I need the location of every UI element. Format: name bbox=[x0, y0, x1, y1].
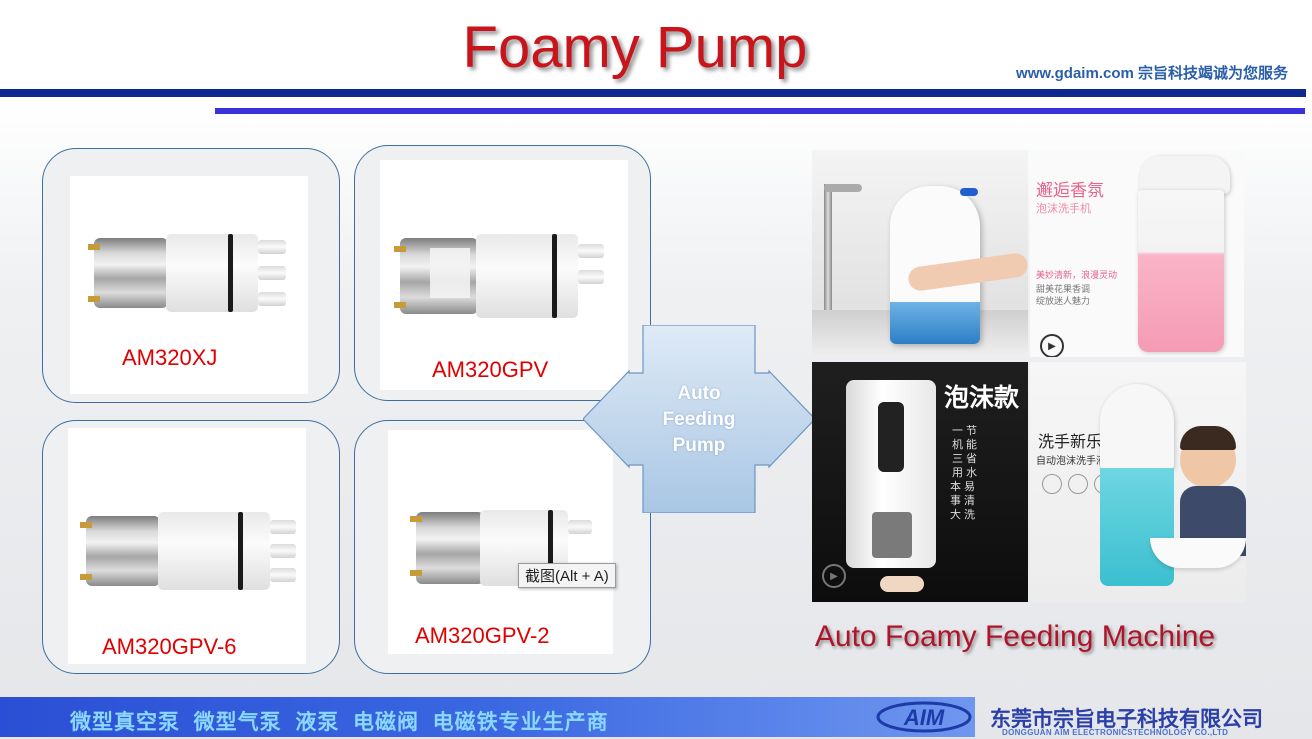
photo3-col2: 本事大 bbox=[950, 481, 961, 521]
photo2-tag1: 美妙清新，浪漫灵动 bbox=[1036, 270, 1118, 280]
auto-feeding-pump-arrow bbox=[582, 324, 816, 514]
product-label: AM320GPV-2 bbox=[415, 623, 550, 648]
product-photo bbox=[388, 430, 613, 654]
screenshot-tooltip: 截图(Alt + A) bbox=[518, 563, 616, 588]
photo2-sub: 泡沫洗手机 bbox=[1036, 203, 1091, 215]
photo2-tag2: 甜美花果香调 bbox=[1036, 284, 1091, 294]
slide-header bbox=[0, 0, 1312, 92]
arrow-label: Auto Feeding Pump bbox=[643, 381, 755, 459]
photo3-col4: 易清洗 bbox=[964, 481, 975, 521]
arrow-label-line3: Pump bbox=[672, 435, 726, 456]
company-logo: AIM bbox=[876, 701, 972, 733]
arrow-label-line1: Auto bbox=[677, 383, 721, 404]
product-photo bbox=[68, 428, 306, 664]
footer-band bbox=[0, 697, 975, 737]
arrow-label-line2: Feeding bbox=[662, 409, 736, 430]
company-name-en: DONGGUAN AIM ELECTRONICSTECHNOLOGY CO.,L… bbox=[1002, 728, 1229, 737]
slide-title: Foamy Pump bbox=[462, 15, 808, 80]
machine-photo-3: 泡沫款 一机三用 本事大 节能省水 易清洗 ▶ bbox=[812, 362, 1028, 602]
website-tagline: www.gdaim.com 宗旨科技竭诚为您服务 bbox=[1016, 65, 1288, 82]
play-icon[interactable]: ▶ bbox=[822, 564, 846, 588]
company-name-cn: 东莞市宗旨电子科技有限公司 bbox=[990, 708, 1263, 731]
machines-title: Auto Foamy Feeding Machine bbox=[814, 620, 1216, 653]
photo3-headline: 泡沫款 bbox=[944, 384, 1020, 412]
footer-services: 微型真空泵 微型气泵 液泵 电磁阀 电磁铁专业生产商 bbox=[70, 711, 609, 734]
logo-text: AIM bbox=[903, 705, 945, 730]
machine-photo-1 bbox=[812, 150, 1028, 357]
photo2-headline: 邂逅香氛 bbox=[1036, 181, 1104, 200]
photo2-tag3: 绽放迷人魅力 bbox=[1036, 296, 1091, 306]
product-photo bbox=[70, 176, 308, 394]
aim-logo-icon: AIM bbox=[876, 701, 972, 733]
product-label: AM320GPV bbox=[432, 357, 549, 382]
header-accent-band bbox=[215, 108, 1305, 114]
photo3-col1: 一机三用 bbox=[952, 425, 963, 479]
play-icon[interactable]: ▶ bbox=[1040, 334, 1064, 357]
photo4-sub: 自动泡沫洗手液机 bbox=[1036, 456, 1116, 467]
product-photo bbox=[380, 160, 628, 390]
photo3-col3: 节能省水 bbox=[966, 425, 977, 479]
product-label: AM320XJ bbox=[122, 345, 218, 370]
header-band bbox=[0, 89, 1306, 97]
photo4-headline: 洗手新乐趣 bbox=[1038, 434, 1119, 451]
product-label: AM320GPV-6 bbox=[102, 634, 237, 659]
machine-photo-4: 洗手新乐趣 自动泡沫洗手液机 bbox=[1030, 362, 1246, 602]
machine-photo-2: 邂逅香氛 泡沫洗手机 美妙清新，浪漫灵动 甜美花果香调 绽放迷人魅力 ▶ bbox=[1030, 150, 1244, 357]
